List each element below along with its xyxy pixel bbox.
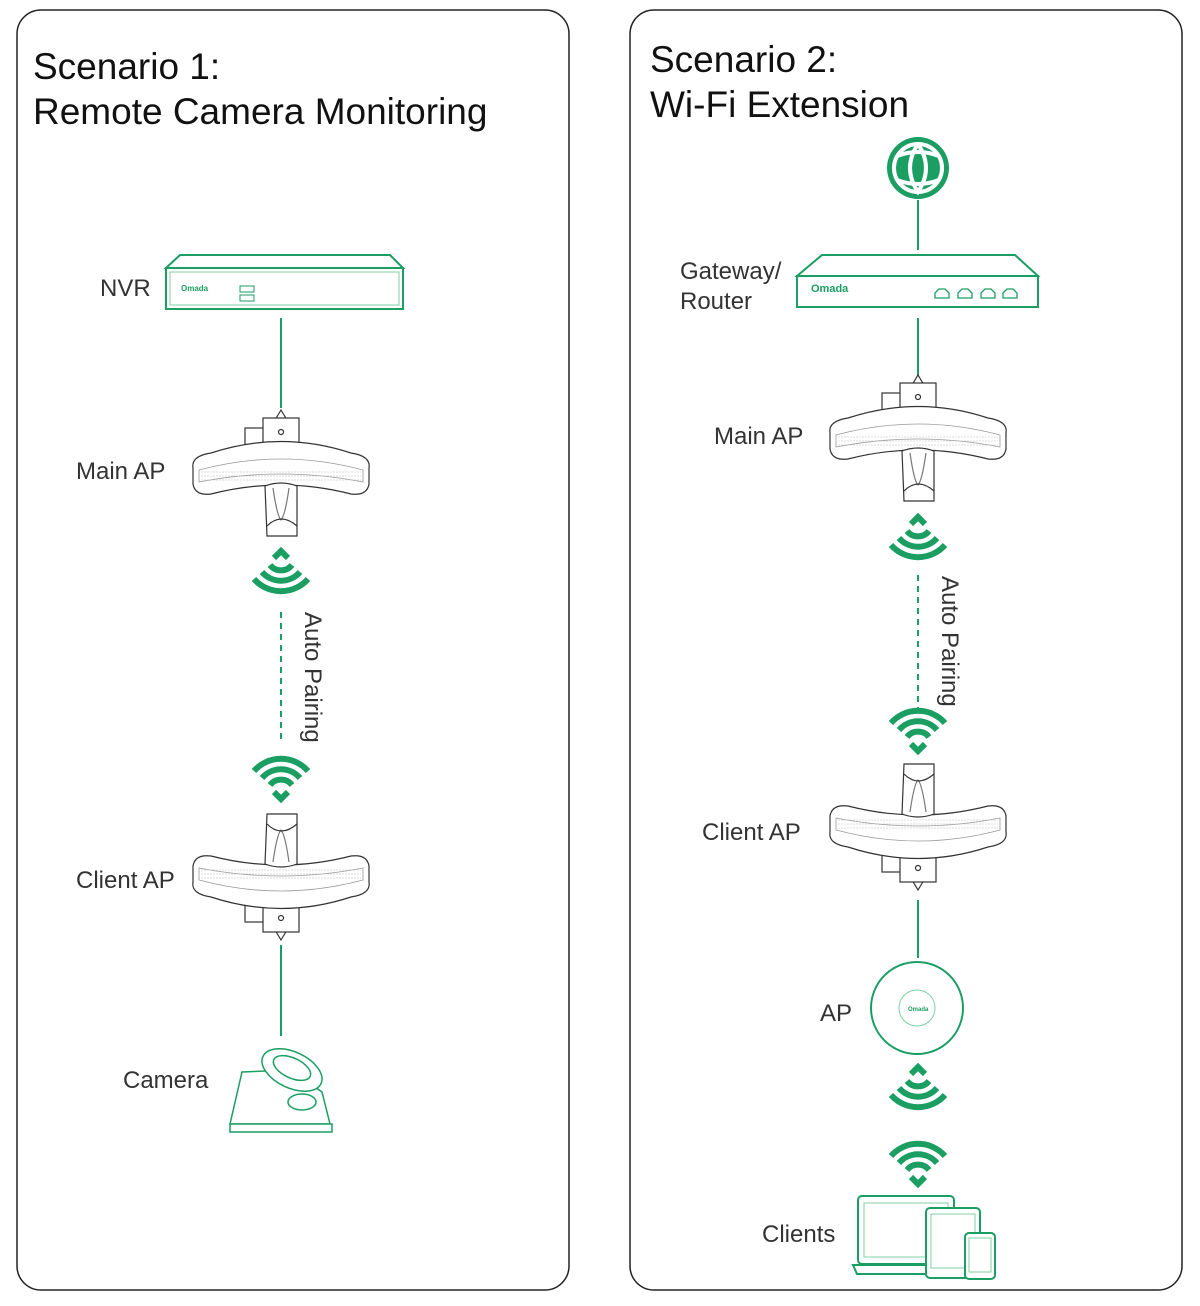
auto-pairing-label: Auto Pairing — [299, 612, 326, 743]
client-ap-label: Client AP — [76, 867, 175, 894]
scenario1-panel — [16, 9, 570, 1291]
clients-label: Clients — [762, 1221, 836, 1248]
main-ap-icon — [192, 409, 370, 537]
ap-label: AP — [820, 1000, 853, 1027]
ap-brand: Omada — [908, 1007, 929, 1013]
wifi-signal-icon — [254, 551, 308, 591]
main-ap-icon — [829, 374, 1007, 502]
globe-icon — [887, 137, 949, 199]
scenario2-title-line1: Scenario 2: — [650, 39, 838, 80]
wifi-signal-icon — [891, 1067, 945, 1107]
nvr-icon — [163, 254, 406, 310]
ceiling-ap-icon — [870, 961, 964, 1055]
router-brand: Omada — [811, 283, 849, 295]
wifi-signal-icon — [891, 517, 945, 557]
wifi-signal-icon — [891, 1144, 945, 1184]
scenario1-title-line2: Remote Camera Monitoring — [33, 91, 488, 132]
main-ap-label: Main AP — [714, 423, 804, 450]
camera-label: Camera — [123, 1067, 209, 1094]
scenario1-title-line1: Scenario 1: — [33, 46, 221, 87]
scenario2-panel — [629, 9, 1183, 1291]
router-icon — [794, 254, 1041, 308]
client-ap-icon — [829, 763, 1007, 891]
nvr-label: NVR — [100, 275, 151, 302]
client-ap-icon — [192, 813, 370, 941]
scenario2-title-line2: Wi-Fi Extension — [650, 84, 910, 125]
client-ap-label: Client AP — [702, 819, 801, 846]
auto-pairing-label: Auto Pairing — [936, 576, 963, 707]
wifi-signal-icon — [254, 759, 308, 799]
camera-icon — [229, 1048, 333, 1133]
router-label-line1: Gateway/ — [680, 258, 782, 285]
nvr-brand: Omada — [181, 284, 209, 293]
router-label-line2: Router — [680, 288, 753, 315]
phone-icon — [964, 1232, 996, 1280]
wifi-signal-icon — [891, 711, 945, 751]
main-ap-label: Main AP — [76, 458, 166, 485]
